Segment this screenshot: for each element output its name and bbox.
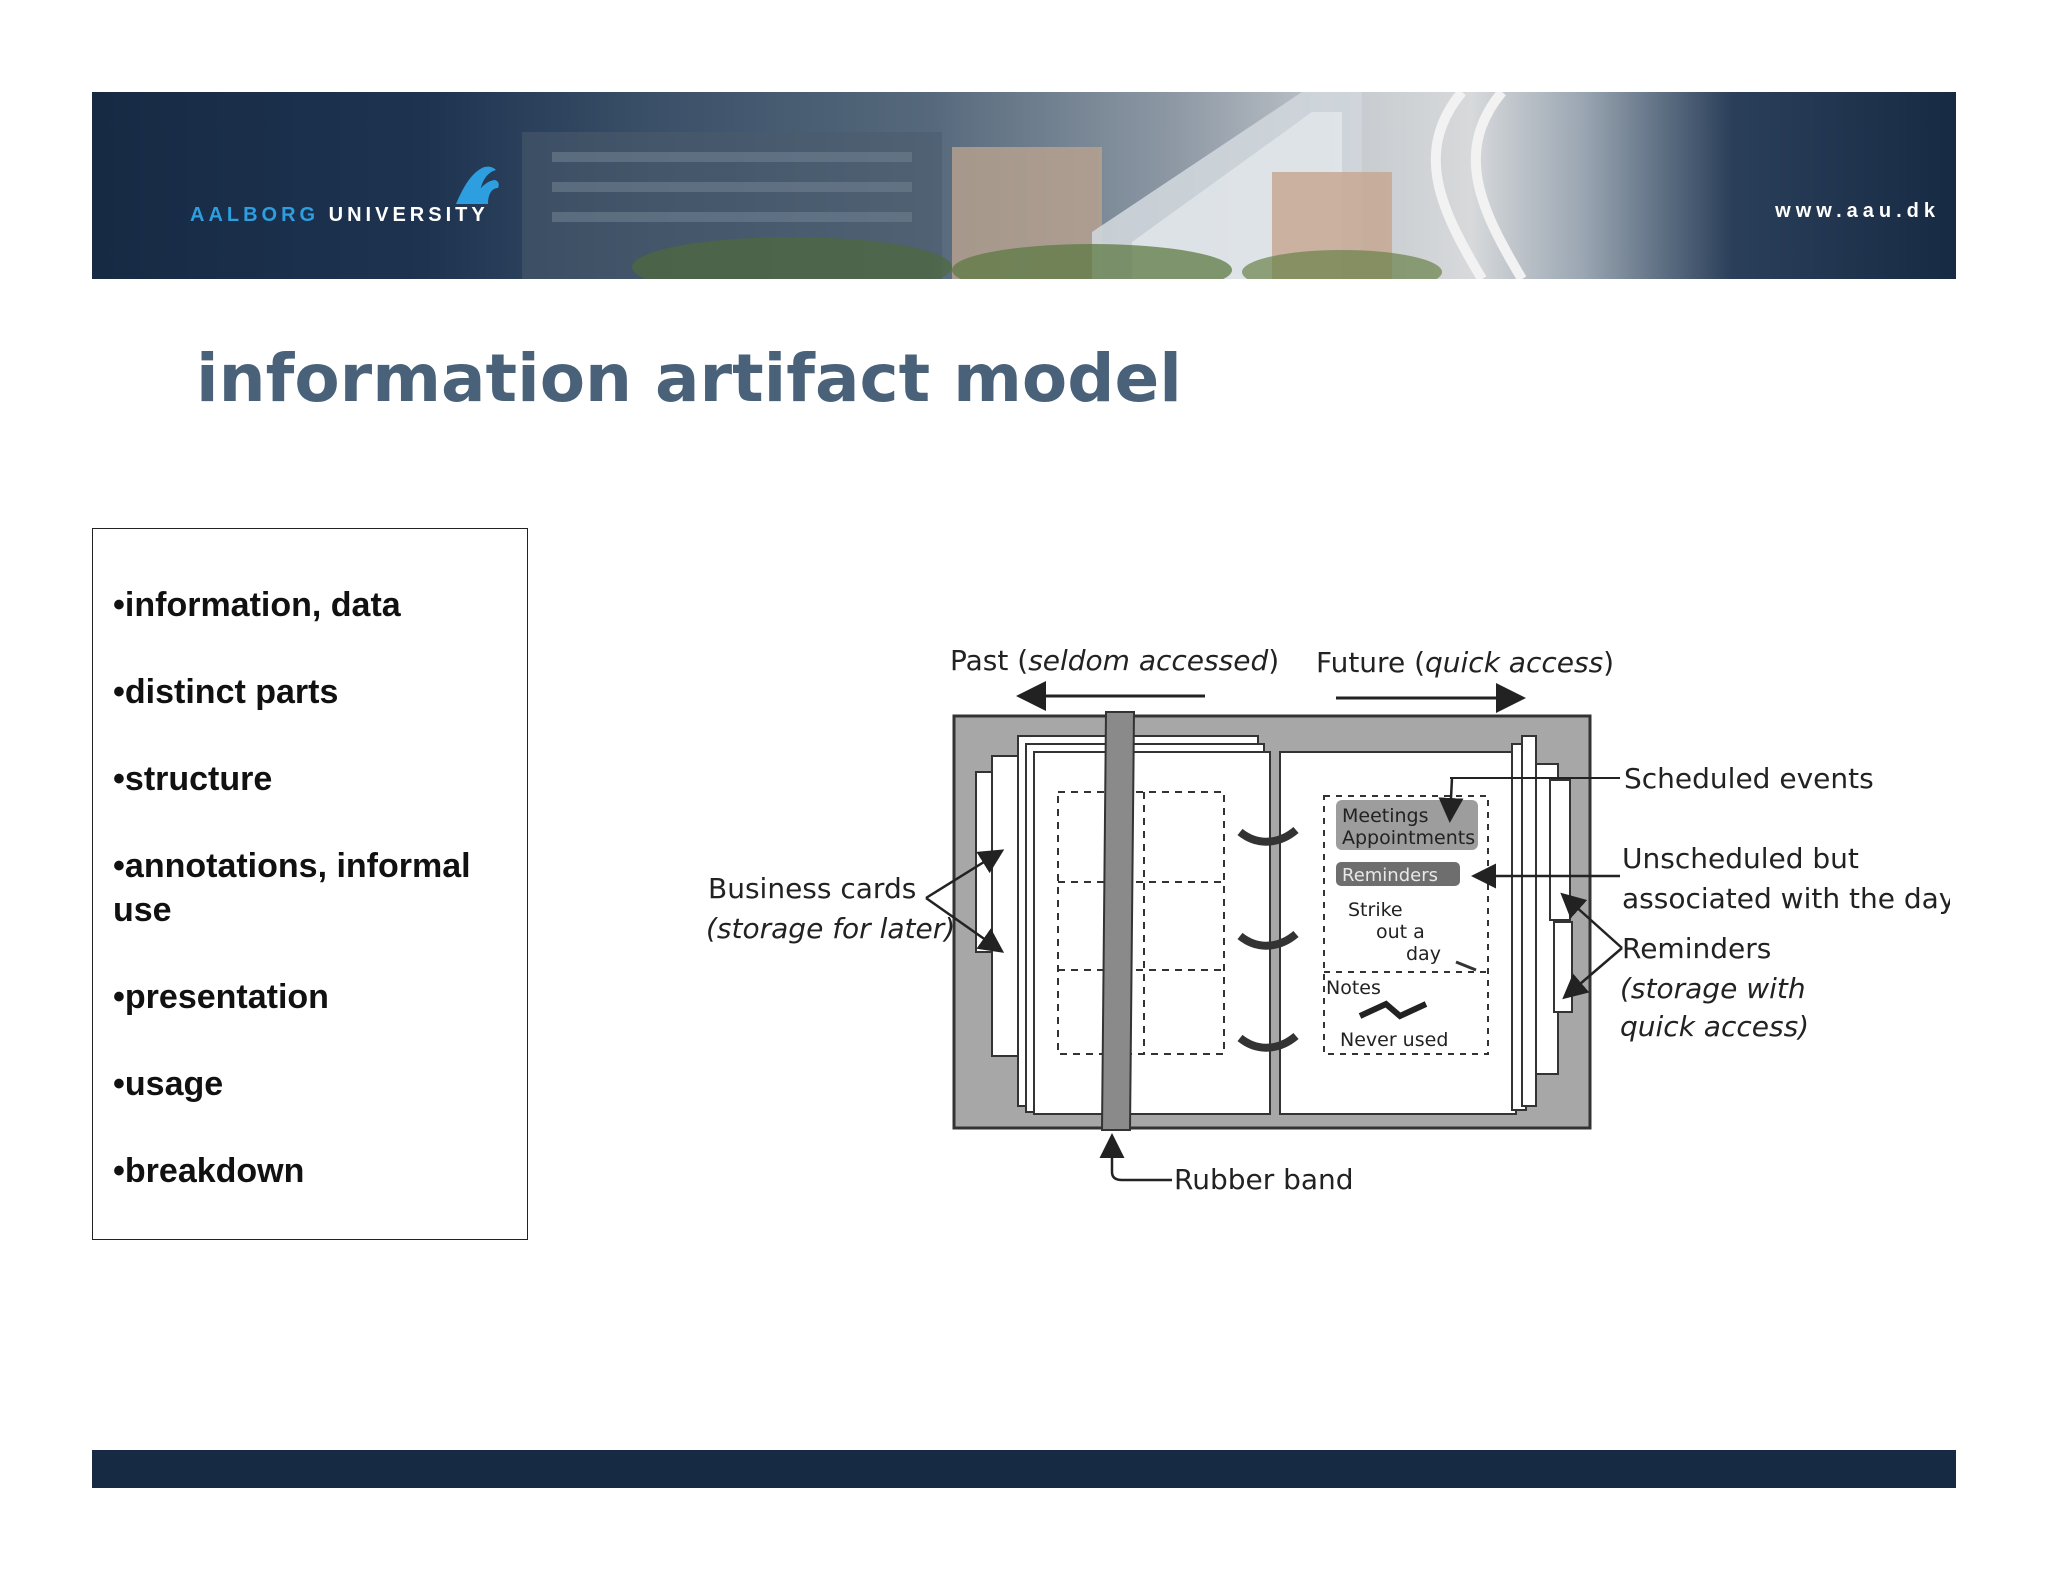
filofax-diagram: Past (seldom accessed) Future (quick acc…: [706, 644, 1950, 1196]
past-label: Past (seldom accessed): [950, 644, 1279, 677]
footer-bar: [92, 1450, 1956, 1488]
page-title: information artifact model: [196, 340, 1182, 417]
future-label: Future (quick access): [1316, 646, 1614, 679]
bullet-item: •usage: [113, 1065, 224, 1103]
logo-aalborg: AALBORG: [190, 204, 320, 226]
left-page: [1033, 751, 1271, 1115]
bullet-item: •distinct parts: [113, 673, 339, 711]
bullet-item: •breakdown: [113, 1152, 305, 1190]
scheduled-events-label: Scheduled events: [1624, 762, 1874, 795]
binder-ring: [1237, 826, 1299, 846]
never-used-text: Never used: [1340, 1029, 1448, 1051]
unscheduled-label-2: associated with the day: [1622, 882, 1950, 915]
scribble-mark: [1358, 1000, 1428, 1020]
bullet-list-box: •information, data •distinct parts •stru…: [92, 528, 528, 1240]
campus-photo: [522, 92, 1527, 279]
rubber-band-label: Rubber band: [1174, 1163, 1354, 1196]
reminders-note-2: quick access): [1620, 1010, 1809, 1043]
header-banner: AALBORG UNIVERSITY www.aau.dk: [92, 92, 1956, 279]
business-cards-label: Business cards: [708, 872, 916, 905]
business-cards-note: (storage for later): [706, 912, 955, 945]
bullet-item: •presentation: [113, 978, 329, 1016]
aau-logo-icon: [456, 166, 499, 204]
reminders-note-1: (storage with: [1620, 972, 1806, 1005]
binder-ring: [1237, 1032, 1299, 1052]
reminders-box-text: Reminders: [1342, 865, 1438, 886]
unscheduled-label-1: Unscheduled but: [1622, 842, 1859, 875]
reminders-box: [1336, 862, 1460, 886]
strike-text-2: out a: [1376, 921, 1425, 943]
binder-ring: [1237, 930, 1299, 950]
header-url[interactable]: www.aau.dk: [1775, 200, 1940, 222]
bullet-item: •structure: [113, 760, 273, 798]
reminders-label: Reminders: [1622, 932, 1771, 965]
logo-university: UNIVERSITY: [328, 204, 489, 226]
rubber-band: [1100, 711, 1136, 1131]
university-logo-text: AALBORG UNIVERSITY: [190, 204, 489, 227]
appointments-text: Appointments: [1342, 827, 1475, 849]
meetings-text: Meetings: [1342, 805, 1429, 827]
strike-text-3: day: [1406, 943, 1441, 965]
bullet-item: •annotations, informal use: [113, 847, 471, 929]
bullet-item: •information, data: [113, 586, 401, 624]
strike-text-1: Strike: [1348, 899, 1403, 921]
notes-text: Notes: [1326, 977, 1381, 999]
